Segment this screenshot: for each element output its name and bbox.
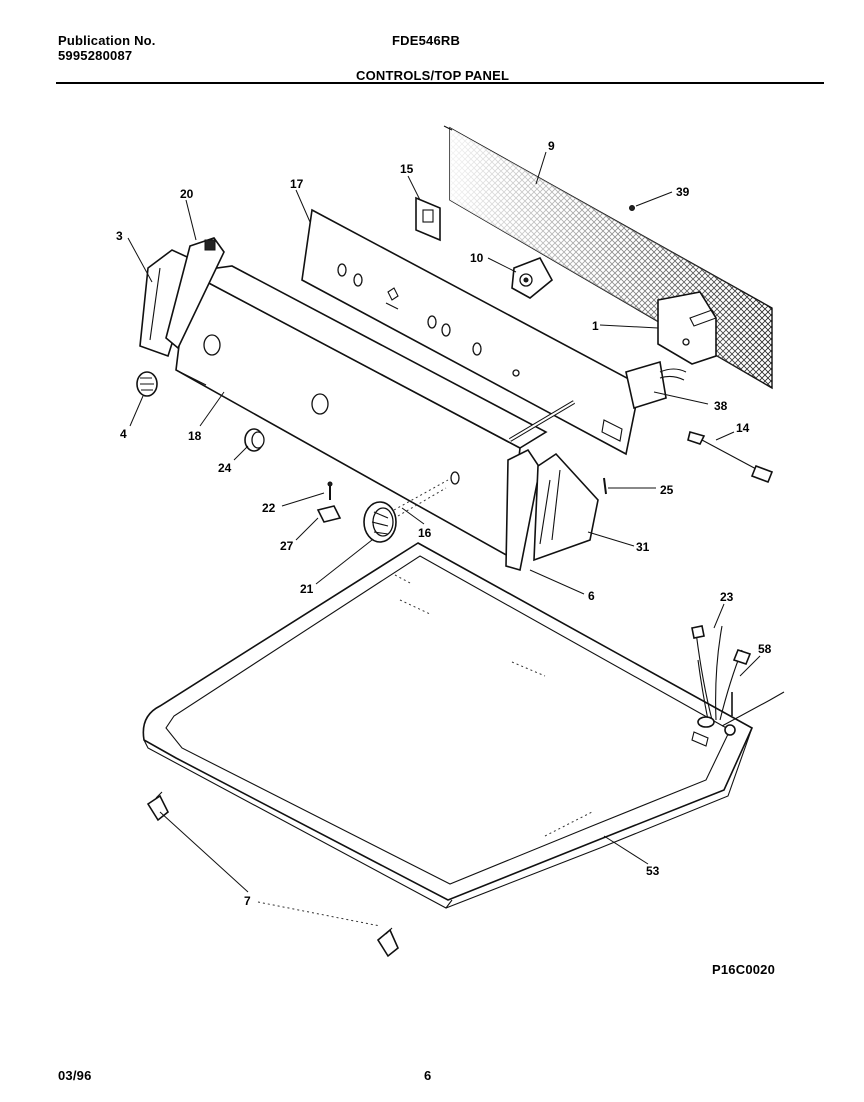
screw-25 xyxy=(603,477,607,495)
label-22: 22 xyxy=(262,501,276,515)
label-4: 4 xyxy=(120,427,127,441)
end-cap-right-6 xyxy=(505,448,541,572)
footer-date: 03/96 xyxy=(58,1068,92,1083)
label-24: 24 xyxy=(218,461,232,475)
end-bracket-left-20 xyxy=(165,237,225,350)
label-15: 15 xyxy=(400,162,414,176)
label-21: 21 xyxy=(300,582,314,596)
terminal-block-1 xyxy=(657,291,717,365)
knob-skirt-24 xyxy=(244,428,265,452)
label-27: 27 xyxy=(280,539,294,553)
label-3: 3 xyxy=(116,229,123,243)
screw-39 xyxy=(629,205,635,211)
part-labels: 9 39 15 17 20 3 10 1 4 18 38 14 24 25 22… xyxy=(116,139,772,908)
label-53: 53 xyxy=(646,864,660,878)
bracket-38 xyxy=(625,360,687,410)
label-39: 39 xyxy=(676,185,690,199)
hinge-7-lower xyxy=(376,927,399,958)
rod xyxy=(508,400,576,442)
label-17: 17 xyxy=(290,177,304,191)
control-panel-plate-17 xyxy=(301,208,641,456)
model-number: FDE546RB xyxy=(392,33,461,48)
screw-22 xyxy=(327,481,333,500)
label-38: 38 xyxy=(714,399,728,413)
header-rule xyxy=(56,82,824,84)
timer-10 xyxy=(511,257,554,299)
label-7: 7 xyxy=(244,894,251,908)
label-25: 25 xyxy=(660,483,674,497)
hinge-7-upper xyxy=(146,791,170,822)
knob-4 xyxy=(136,371,158,397)
label-20: 20 xyxy=(180,187,194,201)
label-1: 1 xyxy=(592,319,599,333)
console-18 xyxy=(175,265,548,558)
publication-label: Publication No. xyxy=(58,33,156,48)
label-10: 10 xyxy=(470,251,484,265)
wire-harness-23 xyxy=(691,625,752,728)
page-number: 6 xyxy=(424,1068,432,1083)
label-31: 31 xyxy=(636,540,650,554)
clip-14 xyxy=(687,431,774,484)
label-58: 58 xyxy=(758,642,772,656)
publication-number: 5995280087 xyxy=(58,48,133,63)
top-panel-53 xyxy=(142,542,754,909)
clip-27 xyxy=(316,505,342,523)
leader-lines xyxy=(127,151,761,927)
label-23: 23 xyxy=(720,590,734,604)
end-bracket-right-31 xyxy=(533,452,599,562)
timer-knob-21 xyxy=(363,501,397,543)
section-title: CONTROLS/TOP PANEL xyxy=(356,68,510,83)
ground-strap-58 xyxy=(721,691,785,736)
switch-15 xyxy=(415,196,441,242)
drawing-code: P16C0020 xyxy=(712,962,776,977)
label-14: 14 xyxy=(736,421,750,435)
label-9: 9 xyxy=(548,139,555,153)
label-18: 18 xyxy=(188,429,202,443)
label-16: 16 xyxy=(418,526,432,540)
label-6: 6 xyxy=(588,589,595,603)
shaft-16 xyxy=(393,479,449,517)
